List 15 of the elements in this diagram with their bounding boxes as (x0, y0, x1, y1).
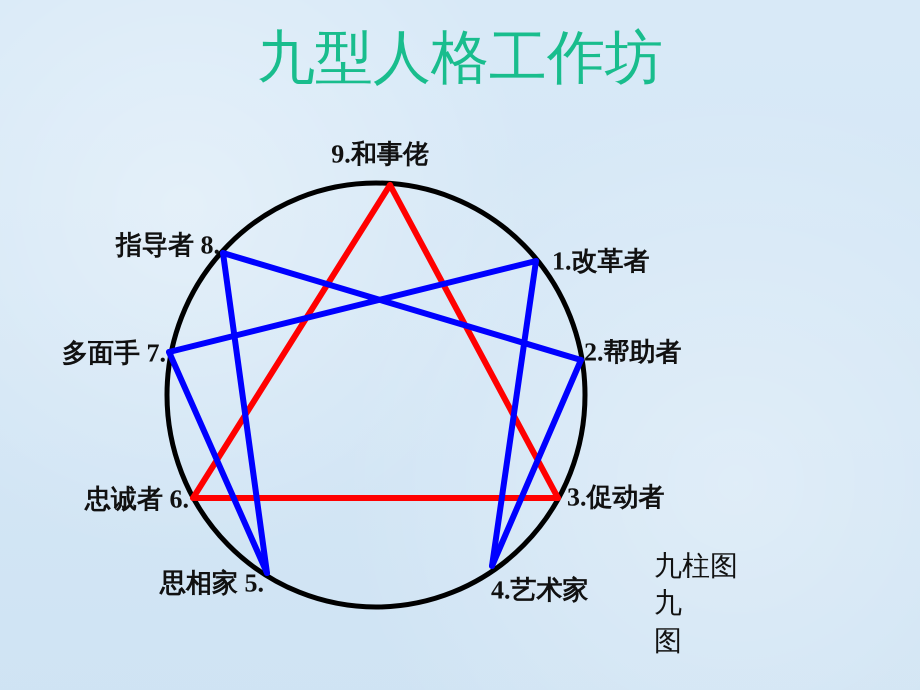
title: 九型人格工作坊 (257, 24, 663, 91)
point-label: 4.艺术家 (491, 576, 588, 606)
note-text: 九 (654, 587, 682, 619)
note-text: 图 (654, 624, 682, 656)
point-label: 指导者 8. (116, 232, 220, 260)
point-label: 1.改革者 (552, 248, 650, 276)
point-label: 9.和事佬 (331, 140, 429, 170)
connector-line (166, 258, 539, 355)
connector-line (190, 182, 393, 501)
point-label: 忠诚者 6. (85, 486, 189, 514)
note-text: 九柱图 (654, 550, 738, 582)
point-label: 多面手 7. (62, 340, 166, 368)
point-label: 思相家 5. (160, 570, 264, 598)
point-label: 2.帮助者 (584, 338, 682, 368)
point-label: 3.促动者 (567, 484, 664, 512)
